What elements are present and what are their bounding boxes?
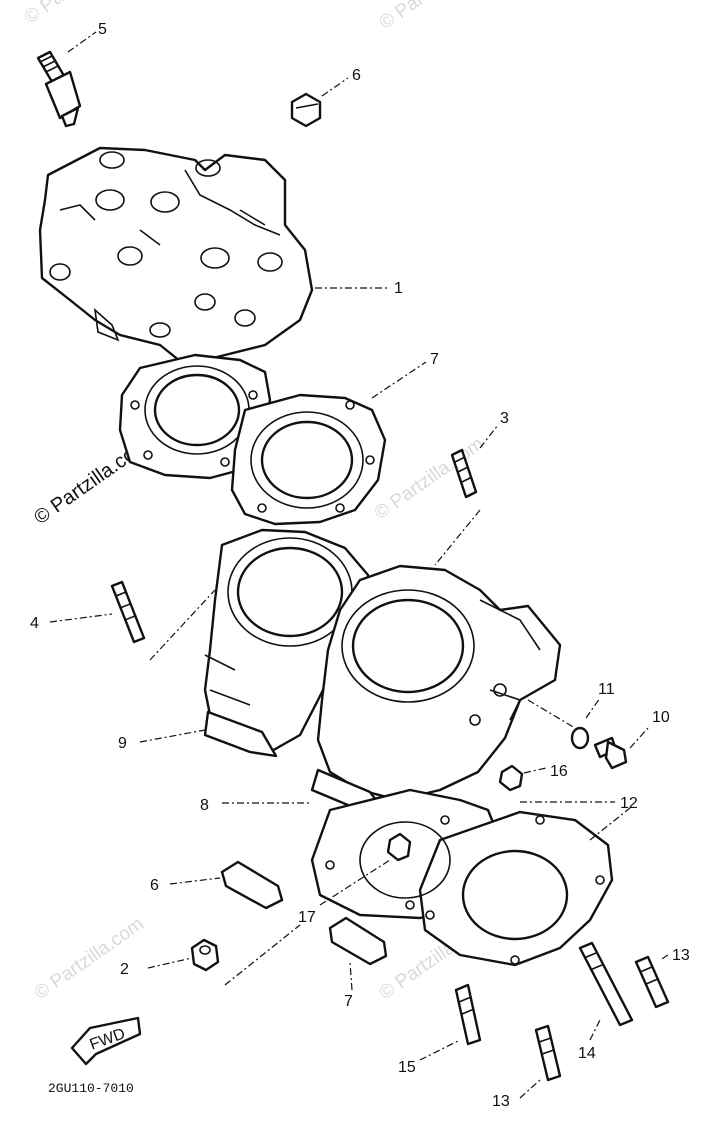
- callout-1: 1: [394, 280, 403, 297]
- cylinder-right: [310, 564, 562, 814]
- watermark: © Partzilla.com: [31, 913, 148, 1004]
- callout-12: 12: [620, 795, 638, 812]
- diagram-code: 2GU110-7010: [48, 1081, 134, 1096]
- dowel-pin-3: [450, 448, 478, 499]
- oval-cap-6: [220, 860, 388, 966]
- callout-5: 6: [352, 67, 361, 84]
- watermark: © Partzilla.com: [21, 0, 138, 28]
- callout-16: 17: [298, 909, 316, 926]
- callout-13: 13: [672, 947, 690, 964]
- callout-15: 14: [578, 1045, 596, 1062]
- callout-14: 15: [398, 1059, 416, 1076]
- leader-lines: [49, 31, 669, 1099]
- callout-9: 9: [118, 735, 127, 752]
- forward-arrow: FWD: [70, 1016, 142, 1066]
- spark-plug: [36, 50, 82, 128]
- head-gasket: [118, 353, 387, 526]
- callout-10: 10: [652, 709, 670, 726]
- callout-8: 8: [200, 797, 209, 814]
- callout-6: 6: [150, 877, 159, 894]
- callout-11: 11: [598, 681, 615, 698]
- callout-4: 4: [30, 615, 39, 632]
- nut-17: [190, 938, 220, 972]
- nut-5: [290, 92, 322, 128]
- washer-11: [570, 726, 590, 750]
- callout-2: 5: [98, 21, 107, 38]
- callout-17: 2: [120, 961, 129, 978]
- callout-7: 7: [430, 351, 439, 368]
- callout-16: 16: [550, 763, 568, 780]
- callout-6: 7: [344, 993, 353, 1010]
- cylinder-head: [38, 146, 314, 367]
- callout-3: 3: [500, 410, 509, 427]
- dowel-pin-4: [110, 580, 146, 644]
- watermark: © Partzilla.com: [376, 0, 493, 34]
- callout-13: 13: [492, 1093, 510, 1110]
- callout-numbers: 5 6 1 7 3 4 9 8 11 10 16 12 6 17 2 7 13 …: [30, 21, 690, 1110]
- stud-bolts: [454, 941, 670, 1082]
- plug-16: [386, 764, 524, 862]
- bolt-10: [593, 736, 628, 770]
